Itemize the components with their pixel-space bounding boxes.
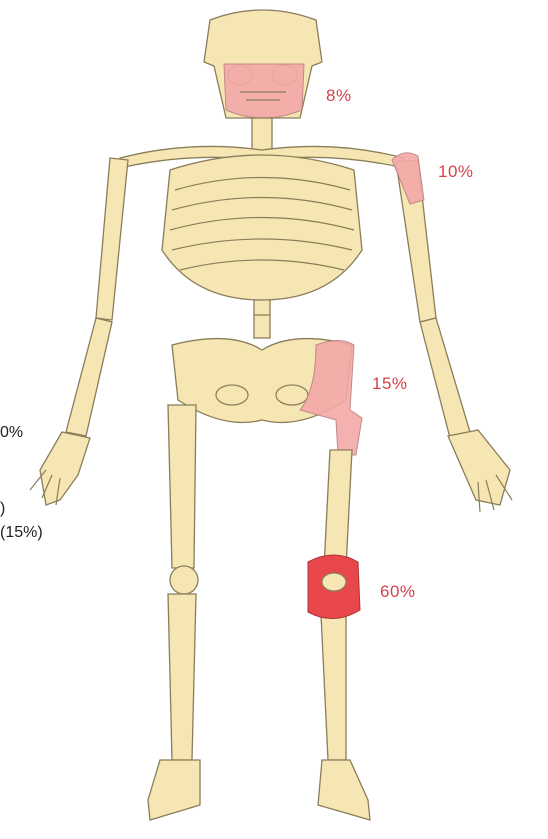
shoulder-percent-label: 10%	[438, 162, 474, 182]
side-text-3: (15%)	[0, 524, 43, 542]
shoulder-highlight	[392, 153, 424, 204]
knee-percent-label: 60%	[380, 582, 416, 602]
hip-percent-label: 15%	[372, 374, 408, 394]
jaw-highlight	[224, 64, 304, 118]
right-leg	[318, 450, 370, 820]
side-text-2: )	[0, 500, 5, 518]
side-text-1: 0%	[0, 424, 23, 442]
left-arm	[30, 158, 128, 505]
jaw-percent-label: 8%	[326, 86, 352, 106]
right-arm	[396, 160, 512, 512]
left-leg	[148, 405, 200, 820]
rib-cage	[162, 155, 362, 300]
